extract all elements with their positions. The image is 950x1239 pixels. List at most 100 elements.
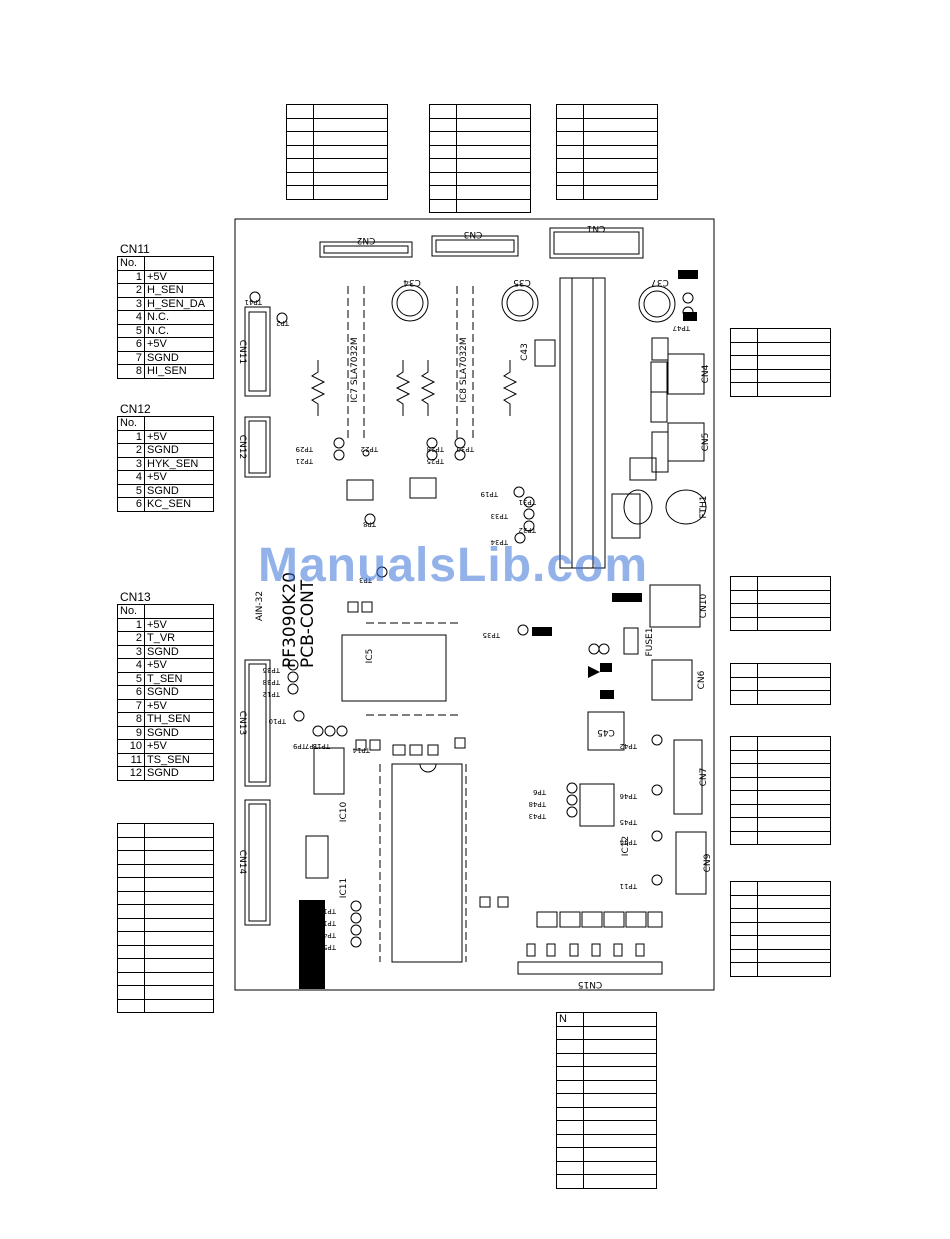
table-row: [286, 117, 388, 132]
pin-signal: +5V: [144, 269, 214, 284]
black-pad-block: [299, 900, 325, 989]
cn9-connector: [675, 831, 707, 895]
testpoint-label-tp42: TP42: [620, 742, 638, 750]
table-row: [429, 131, 531, 146]
testpoint-label-tp28: TP28: [427, 445, 445, 453]
testpoint-label-tp13: TP13: [313, 742, 331, 750]
testpoint-label-tp4: TP4: [323, 931, 337, 939]
table-row: [117, 877, 214, 892]
pin-signal-header: [144, 256, 214, 271]
testpoint-label-tp10: TP10: [269, 717, 287, 725]
pin-signal: H_SEN: [144, 283, 214, 298]
table-row: [429, 185, 531, 200]
table-row: [730, 355, 831, 370]
fth1-part: [665, 489, 707, 525]
table-row: [556, 117, 658, 132]
pin-signal: HI_SEN: [144, 364, 214, 379]
ic10-label: IC10: [339, 802, 349, 823]
pcb-outline: [234, 218, 715, 991]
c34-label: C34: [403, 277, 421, 287]
cn6-connector: [651, 659, 693, 701]
cn13-caption: CN13: [120, 590, 151, 604]
testpoint-label-tp38: TP38: [263, 678, 281, 686]
table-cell: [757, 616, 831, 631]
cn15-pin-table: N: [556, 1012, 657, 1189]
testpoint-label-tp41: TP41: [245, 298, 263, 306]
watermark: ManualsLib.com: [258, 539, 649, 592]
table-row: [730, 830, 831, 845]
testpoint-label-tp29: TP29: [296, 445, 314, 453]
table-cell: [757, 368, 831, 383]
table-cell: [456, 198, 531, 213]
ic5-chip: [341, 634, 447, 702]
table-row: [730, 736, 831, 751]
table-row: [556, 185, 658, 200]
pin-row: 1+5V: [117, 617, 214, 632]
table-cell: [583, 185, 658, 200]
table-row: [556, 1106, 657, 1121]
testpoint-label-tp16: TP16: [318, 919, 337, 927]
cn5-board-label: CN5: [701, 433, 711, 452]
table-row: [730, 603, 831, 618]
pin-row: 4+5V: [117, 470, 214, 485]
table-row: [730, 908, 831, 923]
table-row: [556, 1147, 657, 1162]
table-row: [556, 1093, 657, 1108]
ic11-chip: [391, 763, 463, 963]
cn3-pin-table: [429, 104, 531, 213]
cn1-pin-table: [556, 104, 658, 200]
fuse1-label: FUSE1: [645, 628, 655, 657]
pin-signal: SGND: [144, 443, 214, 458]
cn2-connector: [319, 241, 413, 258]
pin-signal: SGND: [144, 350, 214, 365]
testpoint-label-tp21: TP21: [296, 457, 314, 465]
pin-signal: SGND: [144, 483, 214, 498]
testpoint-label-tp34: TP34: [490, 538, 509, 546]
pin-signal: HYK_SEN: [144, 456, 214, 471]
cn1-label: CN1: [587, 223, 606, 233]
testpoint-label-tp11: TP11: [620, 882, 638, 890]
cn12-connector: [244, 416, 271, 478]
table-row: [730, 935, 831, 950]
testpoint-label-tp46: TP46: [619, 792, 638, 800]
cn15-board-label: CN15: [578, 979, 602, 989]
table-row: [286, 185, 388, 200]
cn13-board-label: CN13: [237, 711, 247, 735]
table-row: [556, 1174, 657, 1189]
pin-row: 6+5V: [117, 337, 214, 352]
table-cell: [757, 962, 831, 977]
testpoint-label-tp2: TP2: [276, 319, 290, 327]
testpoint-label-tp15: TP15: [319, 907, 337, 915]
cn9-board-label: CN9: [703, 853, 713, 872]
testpoint-label-tp44: TP44: [619, 838, 638, 846]
table-cell: [757, 382, 831, 397]
ain-32-label: AIN-32: [255, 591, 265, 621]
testpoint-label-tp30: TP30: [457, 445, 475, 453]
cn2-pin-table: [286, 104, 388, 200]
pin-no-header: No.: [117, 416, 145, 431]
cn10-board-label: CN10: [699, 593, 709, 618]
ic12-label: IC12: [621, 836, 631, 856]
table-cell: [757, 328, 831, 343]
c35-capacitor: [501, 284, 539, 322]
testpoint-label-tp33: TP33: [491, 512, 509, 520]
table-row: [730, 690, 831, 705]
pin-signal: N.C.: [144, 310, 214, 325]
cn3-label: CN3: [464, 229, 483, 239]
cn5-connector: [667, 422, 705, 462]
testpoint-label-tp43: TP43: [529, 812, 547, 820]
cn11-board-label: CN11: [237, 340, 247, 364]
testpoint-label-tp7: TP7: [305, 742, 319, 750]
cn14-board-label: CN14: [237, 850, 247, 875]
table-cell: [757, 690, 831, 705]
table-row: [730, 663, 831, 678]
